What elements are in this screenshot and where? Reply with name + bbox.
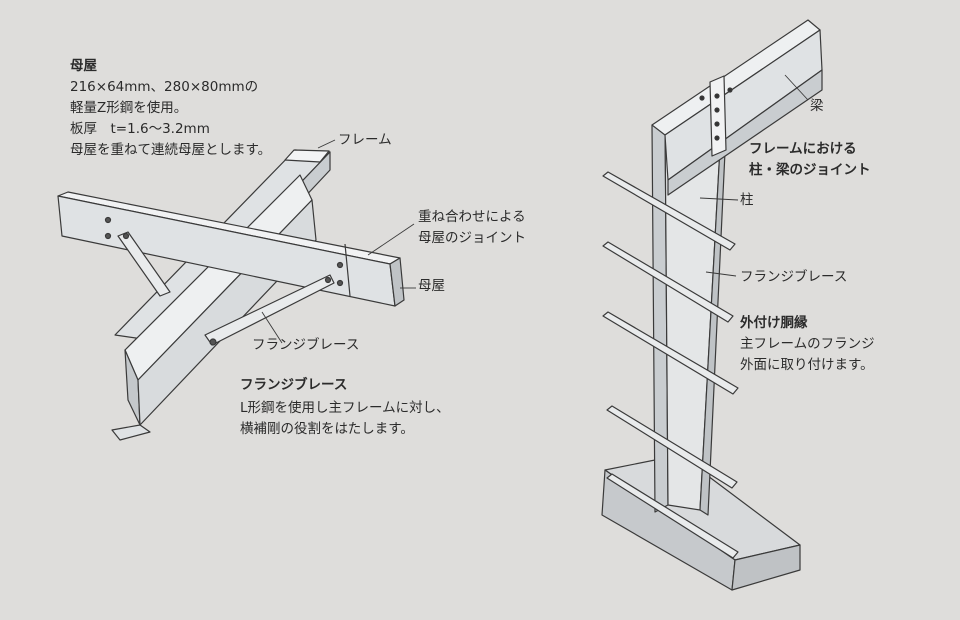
flange-brace-desc: 横補剛の役割をはたします。 (240, 421, 414, 437)
frame-label: フレーム (338, 132, 392, 148)
girt-title: 外付け胴縁 (740, 315, 808, 331)
flange-brace-drawing (117, 231, 335, 346)
column-label: 柱 (740, 192, 754, 208)
leader-lines (261, 74, 809, 344)
beam-drawing (651, 19, 823, 196)
purlin-spec-line: 板厚 t=1.6〜3.2mm (70, 121, 210, 137)
girt-drawing (602, 171, 739, 559)
lap-joint-label: 重ね合わせによる (418, 209, 526, 225)
purlin-spec-line: 216×64mm、280×80mmの (70, 79, 259, 95)
flange-brace-title: フランジブレース (240, 377, 348, 393)
flange-brace-desc: L形鋼を使用し主フレームに対し、 (240, 400, 450, 416)
joint-plate-drawing (699, 75, 733, 157)
joint-title: 柱・梁のジョイント (749, 162, 871, 178)
flange-brace-label: フランジブレース (252, 337, 360, 353)
flange-brace-label-right: フランジブレース (740, 269, 848, 285)
girt-desc: 主フレームのフランジ (740, 336, 875, 352)
beam-label: 梁 (810, 98, 824, 114)
girt-desc: 外面に取り付けます。 (740, 357, 874, 373)
joint-title: フレームにおける (749, 141, 857, 157)
lap-joint-label: 母屋のジョイント (418, 230, 526, 246)
purlin-drawing (57, 191, 405, 307)
purlin-spec-line: 軽量Z形鋼を使用。 (70, 100, 188, 116)
purlin-spec-line: 母屋を重ねて連続母屋とします。 (70, 142, 272, 158)
purlin-label: 母屋 (418, 278, 445, 294)
purlin-title: 母屋 (70, 58, 97, 74)
